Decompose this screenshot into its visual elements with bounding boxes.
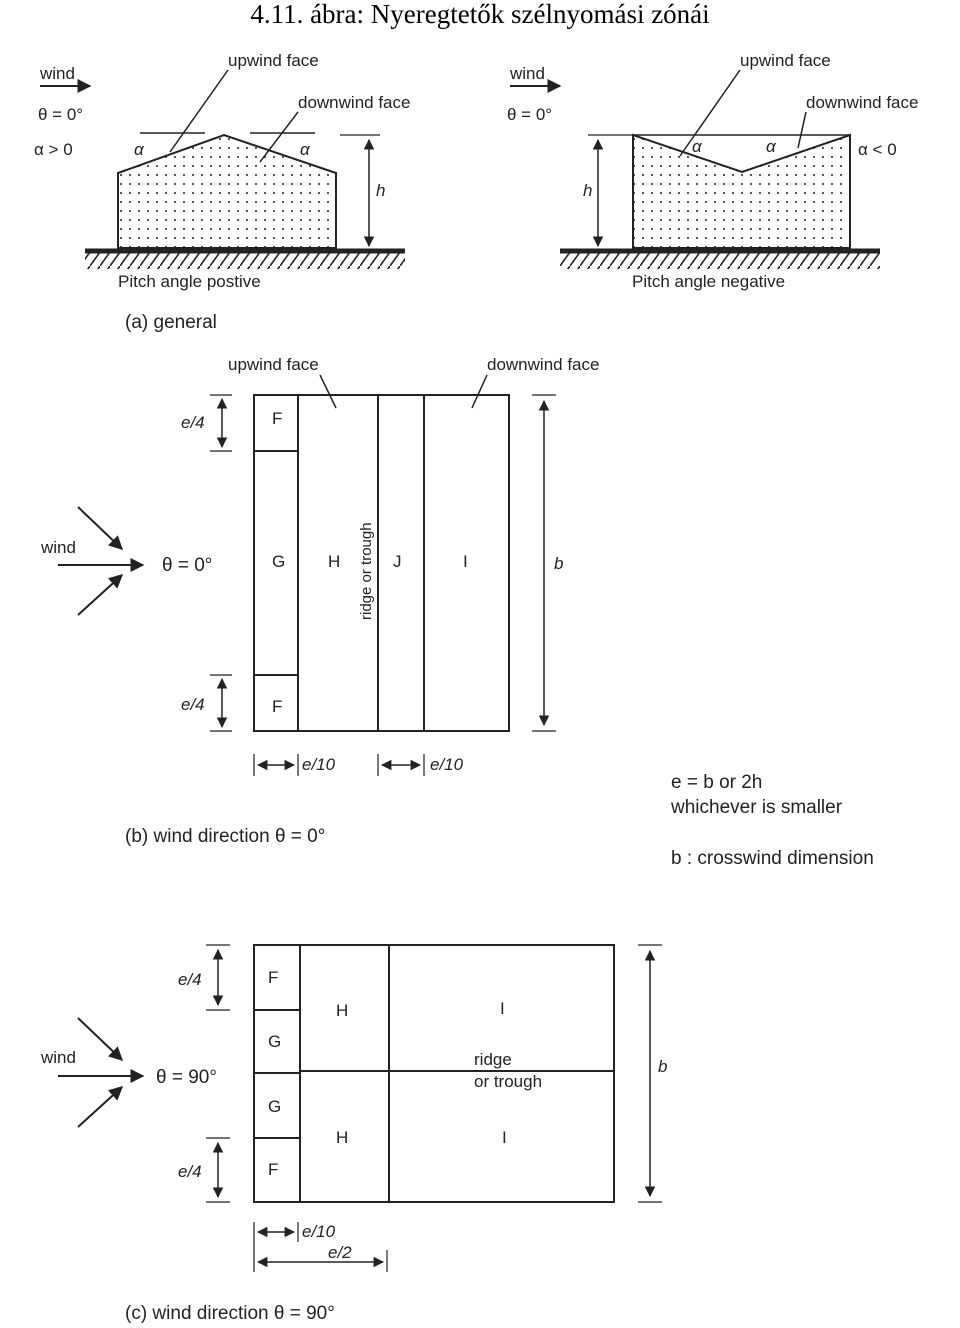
theta-label: θ = 0° (162, 555, 212, 576)
zone-h: H (328, 552, 340, 571)
building-positive-pitch (117, 133, 337, 249)
leader-line (679, 69, 741, 157)
upwind-face-label: upwind face (228, 355, 319, 374)
zone-f-top: F (268, 968, 278, 987)
zone-f-top: F (272, 409, 282, 428)
panel-a-right: wind θ = 0° α < 0 α α upwind face downwi… (507, 51, 918, 291)
wind-arrow (77, 574, 124, 616)
zone-j: J (393, 552, 402, 571)
e2-label: e/2 (328, 1243, 352, 1262)
note-whichever: whichever is smaller (670, 797, 843, 818)
wind-label: wind (509, 64, 545, 83)
theta-label: θ = 0° (38, 105, 83, 124)
panel-c: F G G F H H I I ridge or trough e/4 e/4 … (40, 944, 667, 1324)
note-b-definition: b : crosswind dimension (671, 848, 874, 869)
e4-label-top: e/4 (181, 413, 205, 432)
pitch-caption: Pitch angle postive (118, 272, 261, 291)
e4-label-bottom: e/4 (178, 1162, 202, 1181)
zone-i-bottom: I (502, 1128, 507, 1147)
roof-plan-outline (253, 394, 510, 732)
upwind-face-label: upwind face (740, 51, 831, 70)
alpha-symbol: α (692, 137, 703, 156)
note-e-definition: e = b or 2h (671, 772, 762, 793)
panel-a-left: wind θ = 0° α > 0 α α upwind face downwi… (34, 51, 410, 291)
height-label: h (376, 181, 385, 200)
wind-arrow (77, 1086, 124, 1128)
wind-label: wind (40, 1048, 76, 1067)
e10-label-right: e/10 (430, 755, 464, 774)
ridge-label: ridge or trough (358, 522, 375, 620)
leader-line (797, 111, 807, 149)
zone-g-top: G (268, 1032, 281, 1051)
leader-line (471, 374, 488, 409)
roof-plan-outline (253, 944, 615, 1203)
zone-g: G (272, 552, 285, 571)
alpha-symbol: α (766, 137, 777, 156)
panel-b: upwind face downwind face F G H J I F ri… (40, 355, 874, 869)
e4-label-bottom: e/4 (181, 695, 205, 714)
zone-g-bottom: G (268, 1097, 281, 1116)
panel-a-caption: (a) general (125, 312, 217, 333)
upwind-face-label: upwind face (228, 51, 319, 70)
alpha-condition: α > 0 (34, 140, 73, 159)
b-label: b (554, 554, 563, 573)
b-label: b (658, 1057, 667, 1076)
zone-f-bottom: F (272, 697, 282, 716)
figure-title: 4.11. ábra: Nyeregtetők szélnyomási zóná… (250, 0, 710, 29)
alpha-symbol: α (134, 140, 145, 159)
wind-arrow (77, 506, 124, 550)
ground-hatch (85, 253, 405, 269)
zone-h-top: H (336, 1001, 348, 1020)
zone-i-top: I (500, 999, 505, 1018)
panel-c-caption: (c) wind direction θ = 90° (125, 1303, 335, 1324)
e10-label-left: e/10 (302, 755, 336, 774)
leader-line (169, 69, 229, 153)
pitch-caption: Pitch angle negative (632, 272, 785, 291)
height-label: h (583, 181, 592, 200)
wind-label: wind (39, 64, 75, 83)
zone-f-bottom: F (268, 1160, 278, 1179)
zone-i: I (463, 552, 468, 571)
theta-label: θ = 90° (156, 1067, 217, 1088)
leader-line (319, 374, 337, 409)
building-negative-pitch (632, 133, 851, 249)
downwind-face-label: downwind face (806, 93, 918, 112)
downwind-face-label: downwind face (487, 355, 599, 374)
alpha-condition: α < 0 (858, 140, 897, 159)
panel-b-caption: (b) wind direction θ = 0° (125, 826, 325, 847)
wind-arrow (77, 1017, 124, 1061)
downwind-face-label: downwind face (298, 93, 410, 112)
e4-label-top: e/4 (178, 970, 202, 989)
theta-label: θ = 0° (507, 105, 552, 124)
ground-hatch (560, 253, 880, 269)
wind-label: wind (40, 538, 76, 557)
leader-line (259, 111, 299, 163)
ridge-label: ridge (474, 1050, 512, 1069)
alpha-symbol: α (300, 140, 311, 159)
e10-label: e/10 (302, 1222, 336, 1241)
zone-h-bottom: H (336, 1128, 348, 1147)
ridge-label-2: or trough (474, 1072, 542, 1091)
